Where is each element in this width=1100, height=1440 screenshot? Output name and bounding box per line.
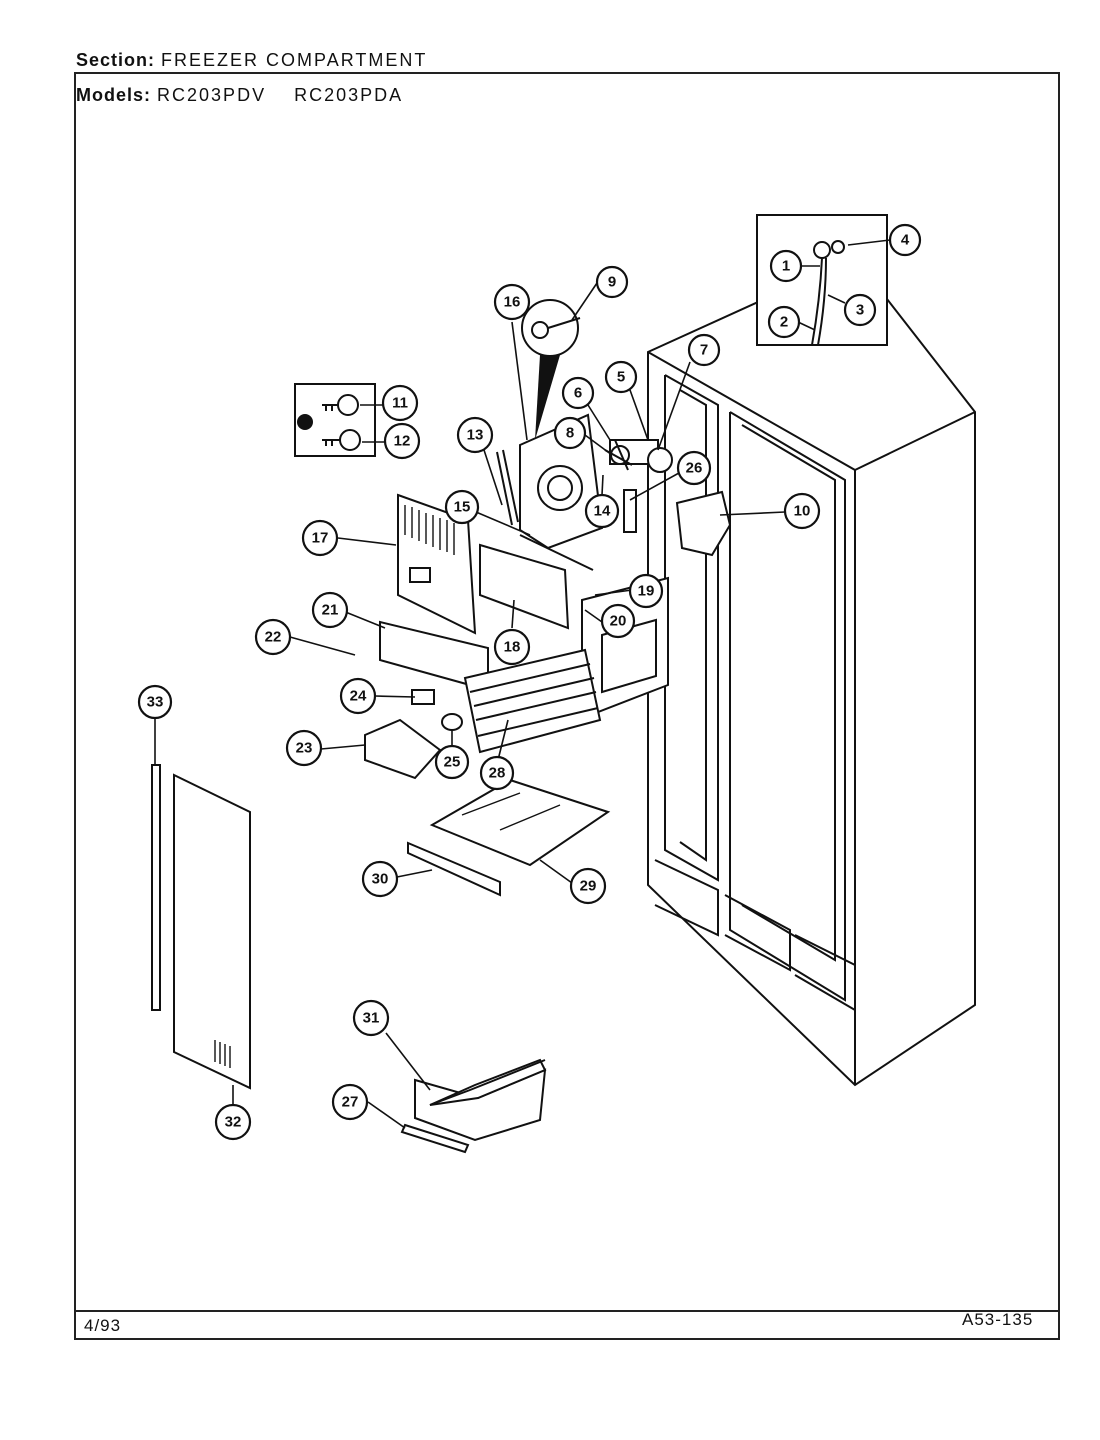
svg-text:2: 2 — [780, 314, 788, 331]
callout-27: 27 — [331, 1083, 369, 1121]
part-strip-33 — [151, 764, 161, 1011]
callout-17: 17 — [301, 519, 339, 557]
models-label: Models: — [76, 85, 152, 105]
svg-text:23: 23 — [296, 740, 313, 757]
part-strip-13 — [496, 449, 519, 526]
svg-text:4: 4 — [901, 232, 910, 249]
callout-2: 2 — [767, 305, 801, 339]
part-duct-18 — [479, 543, 570, 630]
inset-box-keys — [294, 383, 376, 457]
part-cover-23 — [364, 718, 442, 780]
diagram-frame — [74, 72, 1060, 1340]
svg-text:8: 8 — [566, 425, 574, 442]
svg-text:33: 33 — [147, 694, 164, 711]
callout-21: 21 — [311, 591, 349, 629]
svg-text:15: 15 — [454, 499, 471, 516]
svg-text:25: 25 — [444, 754, 461, 771]
callout-7: 7 — [687, 333, 721, 367]
callout-8: 8 — [553, 416, 587, 450]
detail-magnifier — [521, 299, 581, 440]
svg-text:18: 18 — [504, 639, 521, 656]
callout-9: 9 — [595, 265, 629, 299]
callout-29: 29 — [569, 867, 607, 905]
model-number-1: RC203PDV — [157, 85, 267, 105]
callout-1: 1 — [769, 249, 803, 283]
callout-13: 13 — [456, 416, 494, 454]
footer-divider — [74, 1310, 1060, 1312]
svg-text:3: 3 — [856, 302, 864, 319]
svg-text:19: 19 — [638, 583, 655, 600]
svg-text:7: 7 — [700, 342, 708, 359]
callout-33: 33 — [137, 684, 173, 720]
svg-text:11: 11 — [392, 395, 408, 412]
leader-lines — [154, 239, 891, 1129]
footer-diagram-code: A53-135 — [962, 1310, 1034, 1329]
section-label: Section: — [76, 50, 156, 70]
part-bracket-26 — [623, 489, 637, 533]
svg-text:14: 14 — [594, 503, 611, 520]
part-channel-15 — [519, 534, 594, 571]
callout-32: 32 — [214, 1103, 252, 1141]
part-fan-motor — [604, 439, 673, 473]
callout-26: 26 — [676, 450, 712, 486]
part-24 — [411, 689, 435, 705]
footer-date: 4/93 — [84, 1316, 122, 1335]
callout-24: 24 — [339, 677, 377, 715]
callout-11: 11 — [381, 384, 419, 422]
callout-10: 10 — [783, 492, 821, 530]
part-liner-panel — [173, 773, 251, 1090]
callout-20: 20 — [600, 603, 636, 639]
callout-28: 28 — [479, 755, 515, 791]
svg-text:16: 16 — [504, 294, 521, 311]
callout-19: 19 — [628, 573, 664, 609]
section-value: FREEZER COMPARTMENT — [161, 50, 428, 70]
section-heading: Section: FREEZER COMPARTMENT — [76, 50, 427, 71]
svg-text:13: 13 — [467, 427, 484, 444]
callout-6: 6 — [561, 376, 595, 410]
callout-5: 5 — [604, 360, 638, 394]
part-grille-panel — [397, 493, 477, 635]
callout-18: 18 — [493, 628, 531, 666]
svg-text:28: 28 — [489, 765, 506, 782]
cabinet-illustration — [647, 256, 976, 1087]
svg-text:6: 6 — [574, 385, 582, 402]
callout-3: 3 — [843, 293, 877, 327]
callout-4: 4 — [888, 223, 922, 257]
callout-23: 23 — [285, 729, 323, 767]
callout-12: 12 — [383, 422, 421, 460]
part-ice-bin — [400, 1058, 547, 1154]
callout-30: 30 — [361, 860, 399, 898]
callout-14: 14 — [584, 493, 620, 529]
part-25 — [441, 713, 463, 731]
part-bracket-10 — [675, 490, 732, 557]
svg-text:24: 24 — [350, 688, 367, 705]
callout-31: 31 — [352, 999, 390, 1037]
callout-16: 16 — [493, 283, 531, 321]
svg-text:5: 5 — [617, 369, 625, 386]
svg-text:17: 17 — [312, 530, 329, 547]
models-heading: Models: RC203PDV RC203PDA — [76, 85, 403, 106]
svg-text:10: 10 — [794, 503, 811, 520]
svg-text:32: 32 — [225, 1114, 242, 1131]
callout-25: 25 — [434, 744, 470, 780]
svg-text:21: 21 — [322, 602, 339, 619]
part-shelf-rails — [463, 648, 602, 754]
svg-text:9: 9 — [608, 274, 616, 291]
svg-text:12: 12 — [394, 433, 411, 450]
svg-text:26: 26 — [686, 460, 703, 477]
svg-text:27: 27 — [342, 1094, 359, 1111]
svg-text:22: 22 — [265, 629, 282, 646]
callout-15: 15 — [444, 489, 480, 525]
svg-text:1: 1 — [782, 258, 790, 275]
part-glass-shelf — [407, 778, 611, 897]
svg-text:30: 30 — [372, 871, 389, 888]
svg-text:20: 20 — [610, 613, 627, 630]
svg-text:29: 29 — [580, 878, 597, 895]
model-number-2: RC203PDA — [294, 85, 404, 105]
svg-text:31: 31 — [363, 1010, 380, 1027]
callout-22: 22 — [254, 618, 292, 656]
